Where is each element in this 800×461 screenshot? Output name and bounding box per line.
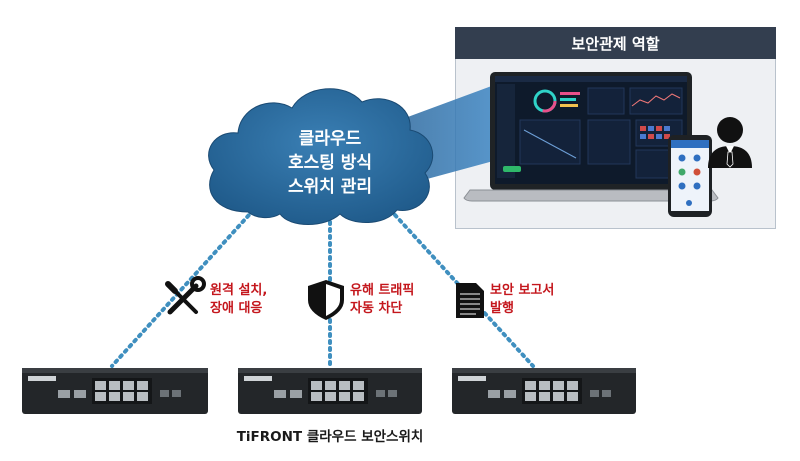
network-switch-right: [452, 368, 636, 414]
feature-security-report-line-2: 발행: [490, 301, 514, 316]
cloud-label-line-2: 호스팅 방식: [287, 153, 373, 173]
person-icon: [708, 117, 752, 168]
shield-icon: [308, 280, 344, 320]
document-icon: [456, 283, 484, 318]
feature-security-report: 보안 보고서 발행: [490, 282, 554, 318]
cloud-shape: [208, 88, 434, 225]
laptop-dashboard: [463, 72, 719, 202]
feature-auto-block-line-1: 유해 트래픽: [350, 283, 415, 298]
cloud-label-line-1: 클라우드: [298, 129, 362, 149]
cloud-label: 클라우드 호스팅 방식 스위치 관리: [245, 127, 415, 199]
product-caption: TiFRONT 클라우드 보안스위치: [236, 429, 424, 445]
feature-security-report-line-1: 보안 보고서: [490, 283, 555, 298]
link-line-left: [110, 203, 260, 368]
cloud-label-line-3: 스위치 관리: [287, 177, 373, 197]
network-switch-left: [22, 368, 208, 414]
network-switch-center: [238, 368, 422, 414]
feature-remote-install-line-1: 원격 설치,: [210, 283, 268, 298]
smartphone-app: [668, 135, 712, 217]
wrench-screwdriver-icon: [165, 276, 206, 315]
feature-auto-block-line-2: 자동 차단: [350, 301, 403, 316]
feature-auto-block: 유해 트래픽 자동 차단: [350, 282, 414, 318]
feature-remote-install-line-2: 장애 대응: [210, 301, 263, 316]
link-line-right: [393, 213, 535, 368]
security-panel-title: 보안관제 역할: [455, 27, 776, 59]
feature-remote-install: 원격 설치, 장애 대응: [210, 282, 267, 318]
